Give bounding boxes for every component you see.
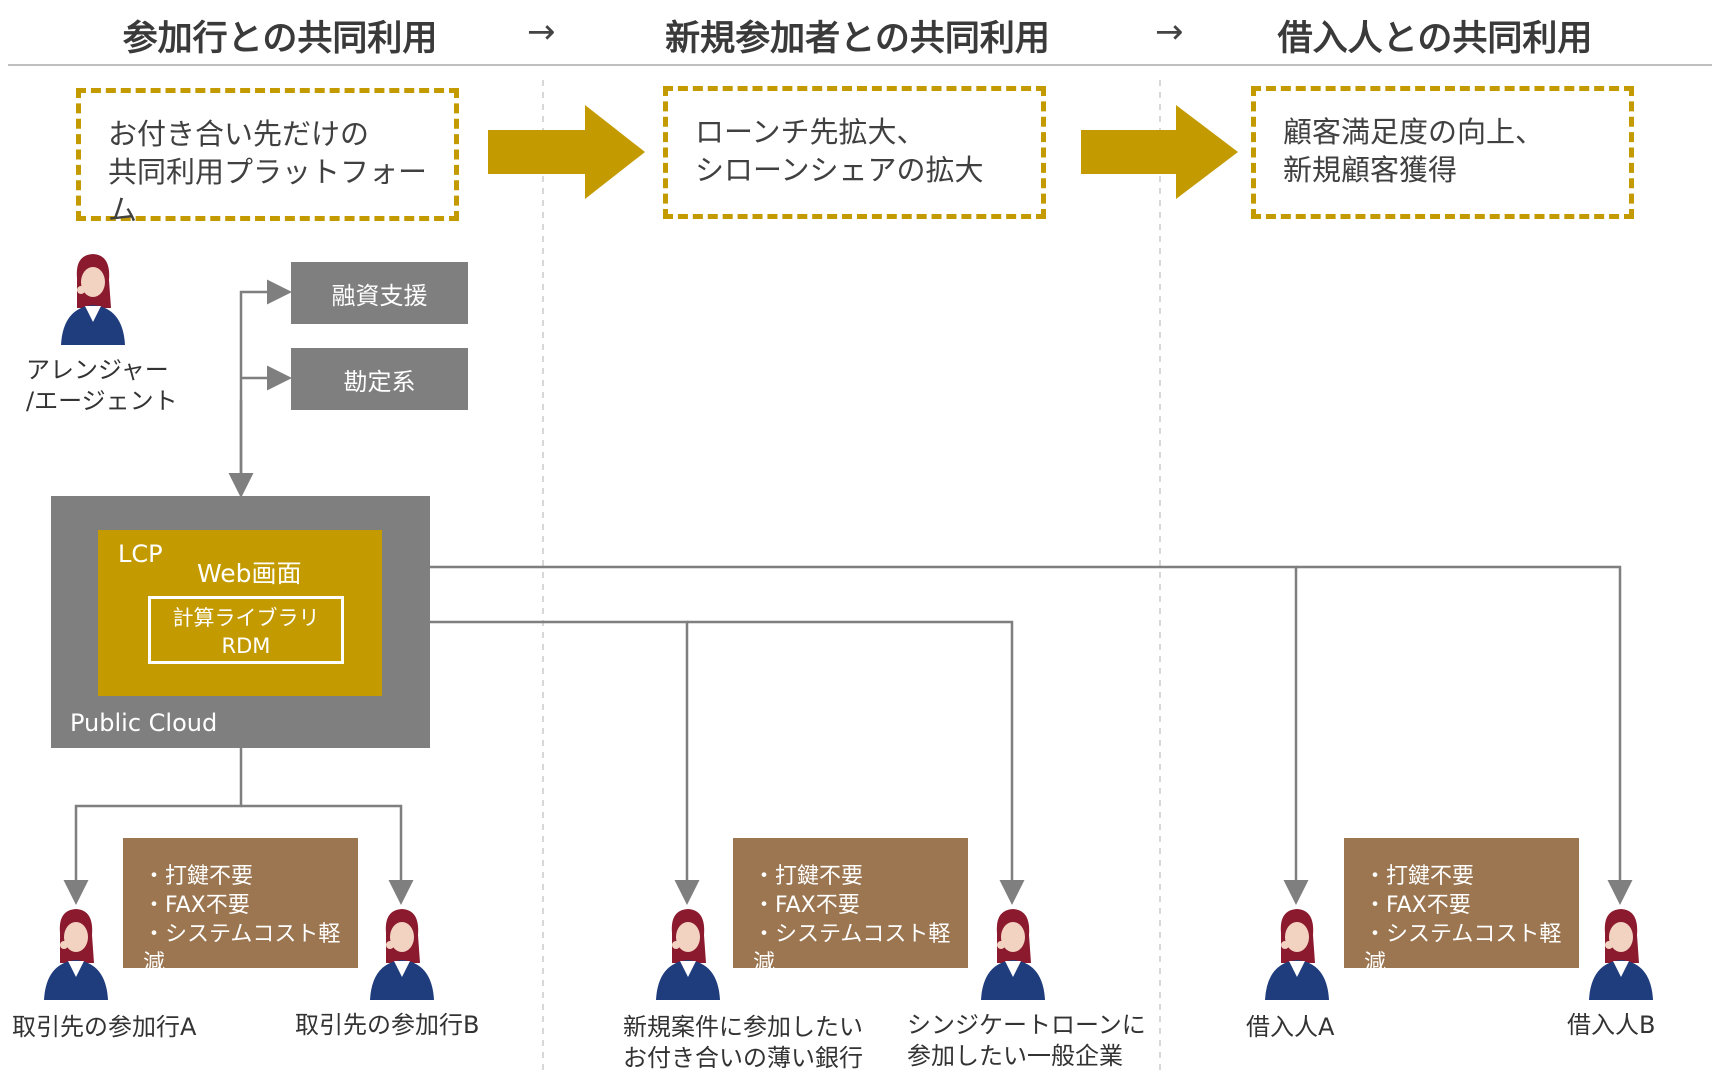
benefits-box-1: ・打鍵不要 ・FAX不要 ・システムコスト軽減 — [123, 838, 358, 976]
borrower-a-person-icon — [1265, 909, 1329, 1000]
arrow-to-company — [687, 620, 1025, 905]
gold-arrow-2 — [1081, 105, 1238, 199]
phase-arrow-1: → — [527, 12, 556, 52]
phase-title-2: 新規参加者との共同利用 — [665, 19, 1050, 59]
arrow-to-financing — [239, 279, 292, 492]
arranger-person-icon — [61, 254, 125, 345]
phase-arrow-2: → — [1155, 12, 1184, 52]
company-label: シンジケートローンに 参加したい一般企業 — [907, 1011, 1146, 1070]
arrow-to-bank-b — [241, 804, 414, 905]
financing-system-box: 融資支援 — [291, 262, 468, 324]
benefits-box-2: ・打鍵不要 ・FAX不要 ・システムコスト軽減 — [733, 838, 968, 976]
public-cloud-label: Public Cloud — [70, 709, 218, 737]
arrow-to-borrower-b — [1296, 565, 1633, 905]
web-screen-label: Web画面 — [197, 559, 302, 588]
company-person-icon — [981, 909, 1045, 1000]
accounting-system-box: 勘定系 — [291, 348, 468, 410]
bank-b-label: 取引先の参加行B — [295, 1011, 480, 1039]
phase-title-3: 借入人との共同利用 — [1277, 19, 1593, 59]
arranger-label: アレンジャー /エージェント — [26, 356, 178, 415]
phase-title-1: 参加行との共同利用 — [122, 19, 438, 59]
new-bank-label: 新規案件に参加したい お付き合いの薄い銀行 — [623, 1013, 863, 1072]
borrower-b-label: 借入人B — [1567, 1011, 1656, 1039]
public-cloud-box: LCP Web画面 計算ライブラリ RDM Public Cloud — [51, 496, 430, 748]
lcp-label: LCP — [118, 540, 163, 568]
benefits-box-3: ・打鍵不要 ・FAX不要 ・システムコスト軽減 — [1344, 838, 1579, 976]
goal-box-2: ローンチ先拡大、 シローンシェアの拡大 — [663, 86, 1046, 219]
new-bank-person-icon — [656, 909, 720, 1000]
goal-box-1: お付き合い先だけの 共同利用プラットフォーム — [76, 88, 459, 227]
borrower-a-label: 借入人A — [1246, 1013, 1335, 1041]
lcp-box: LCP Web画面 計算ライブラリ RDM — [98, 530, 382, 696]
bank-b-person-icon — [370, 909, 434, 1000]
goal-box-3: 顧客満足度の向上、 新規顧客獲得 — [1251, 86, 1634, 219]
arrow-to-new-bank — [430, 620, 700, 905]
gold-arrow-1 — [488, 105, 645, 199]
bank-a-label: 取引先の参加行A — [12, 1013, 197, 1041]
borrower-b-person-icon — [1589, 909, 1653, 1000]
arrow-to-bank-a — [63, 748, 243, 905]
calc-library-box: 計算ライブラリ RDM — [148, 596, 344, 664]
bank-a-person-icon — [44, 909, 108, 1000]
